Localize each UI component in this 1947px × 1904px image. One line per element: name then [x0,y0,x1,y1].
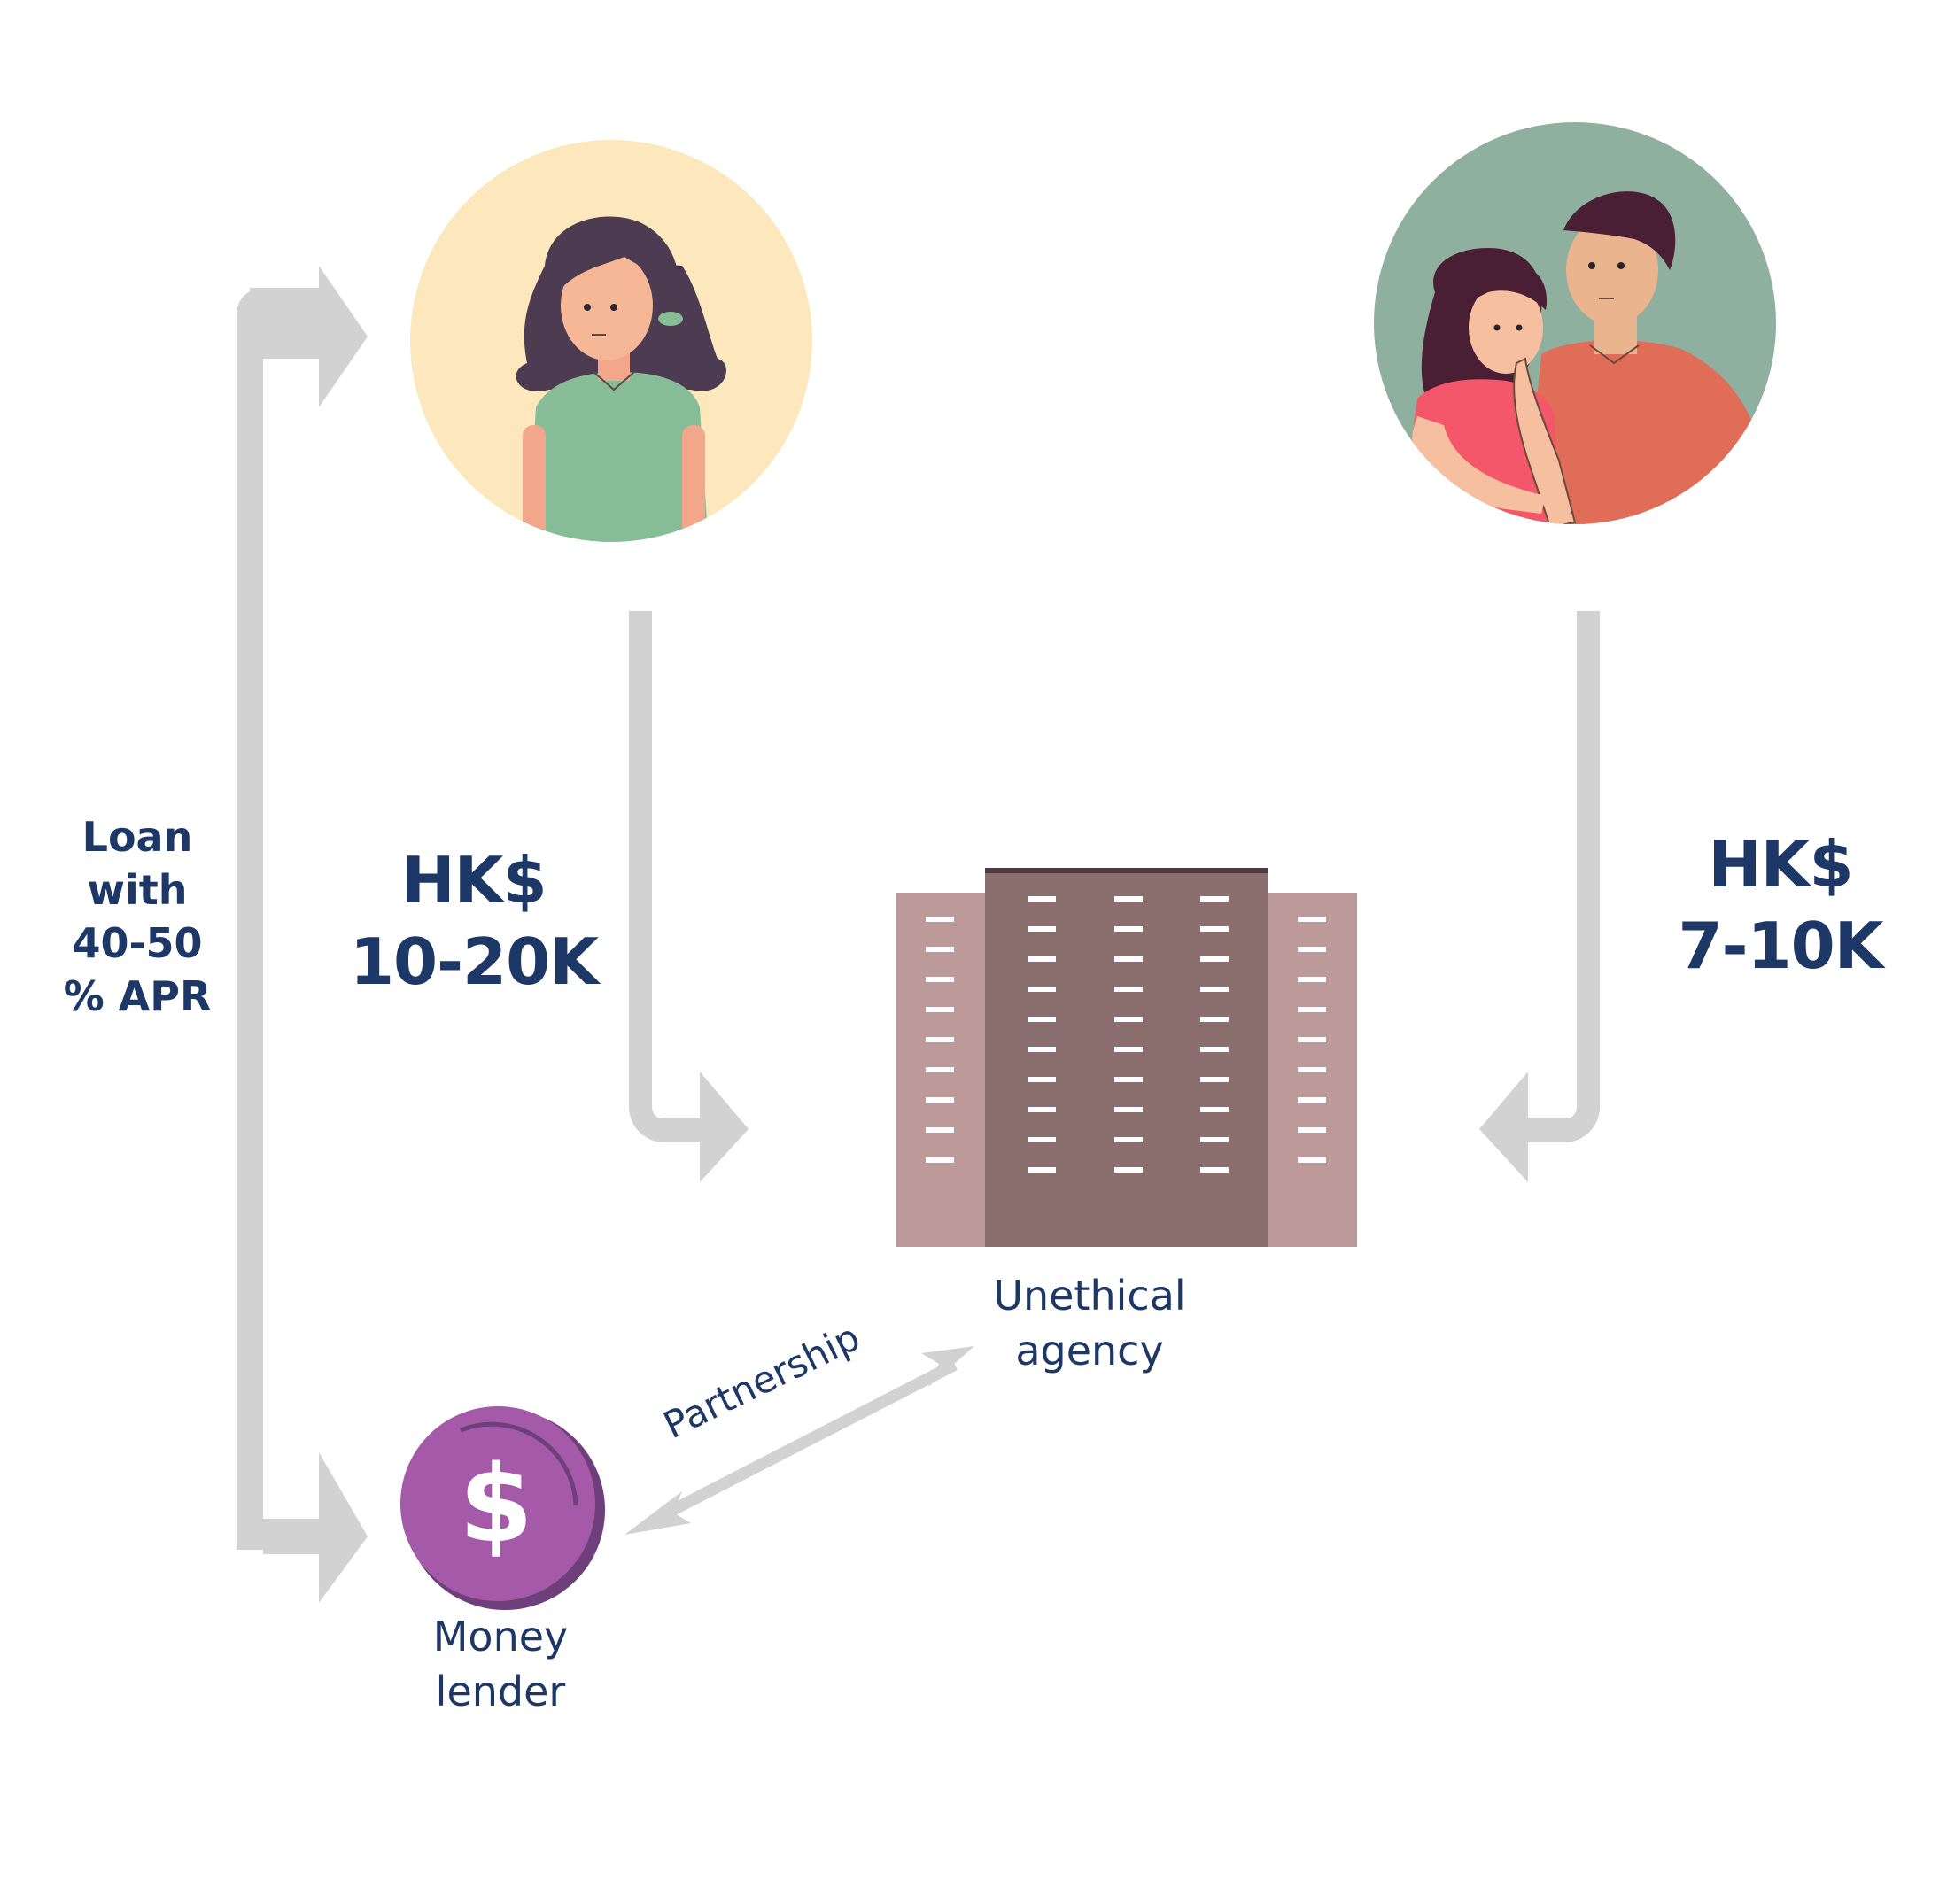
building-window [1200,896,1229,902]
building-window [1028,1017,1056,1022]
agency-label: Unethical agency [939,1268,1240,1378]
agency-line-1: Unethical [993,1272,1186,1320]
building-window [1114,1047,1143,1052]
loan-terms-label: Loan with 40-50 % APR [35,810,239,1023]
building-window [1298,1157,1326,1163]
building-window [1200,956,1229,962]
building-window [1298,1097,1326,1103]
building-window [1298,1037,1326,1042]
building-window [1298,977,1326,982]
building-window [1200,1077,1229,1082]
building-window [1200,987,1229,992]
arrow-woman-to-agency [629,611,749,1182]
couple-payment-amount: HK$ 7-10K [1639,824,1922,987]
building-window [1028,1077,1056,1082]
building-window [926,1067,954,1072]
building-window [926,1157,954,1163]
lender-line-2: lender [435,1668,566,1715]
building-window [1114,956,1143,962]
woman-payment-currency: HK$ [401,843,547,917]
building-window [1200,1107,1229,1112]
building-window [1028,1137,1056,1142]
partnership-double-arrow [624,1346,974,1535]
building-window [1028,896,1056,902]
building-window [1298,947,1326,952]
woman-payment-amount: HK$ 10-20K [301,840,647,1002]
building-window [1028,1167,1056,1173]
loan-line-2: with [87,866,188,914]
loan-line-4: % APR [63,972,212,1020]
building-window [1028,956,1056,962]
building-window [1028,1047,1056,1052]
building-window [1028,987,1056,992]
building-window [1298,917,1326,922]
building-window [1114,926,1143,932]
building-window [926,1037,954,1042]
building-window [926,1007,954,1012]
building-window [1200,926,1229,932]
building-window [926,1097,954,1103]
woman-avatar-icon [410,140,812,542]
couple-payment-range: 7-10K [1678,909,1884,983]
building-window [1114,896,1143,902]
building-window [1114,1107,1143,1112]
building-windows [926,896,1326,1173]
building-window [926,1127,954,1133]
building-window [1298,1067,1326,1072]
money-lender-label: Money lender [354,1609,647,1719]
building-window [1114,987,1143,992]
building-window [1114,1137,1143,1142]
building-window [1028,1107,1056,1112]
loan-bracket-arrow [237,266,368,1603]
building-window [926,977,954,982]
building-window [1200,1167,1229,1173]
building-window [1200,1137,1229,1142]
building-window [1114,1077,1143,1082]
building-window [926,947,954,952]
building-window [1298,1007,1326,1012]
dollar-coin-icon: $ [400,1406,605,1610]
building-window [1298,1127,1326,1133]
lender-line-1: Money [432,1613,569,1660]
building-window [1114,1167,1143,1173]
couple-avatar-icon [1374,122,1776,524]
arrow-couple-to-agency [1479,611,1600,1182]
building-window [1200,1047,1229,1052]
building-icon [896,868,1357,1247]
building-window [1200,1017,1229,1022]
loan-line-1: Loan [81,813,193,861]
couple-payment-currency: HK$ [1708,827,1853,902]
agency-line-2: agency [1015,1327,1164,1374]
building-window [926,917,954,922]
loan-line-3: 40-50 [72,919,203,967]
coin-dollar-symbol: $ [459,1443,533,1567]
woman-payment-range: 10-20K [349,925,599,999]
building-window [1028,926,1056,932]
building-window [1114,1017,1143,1022]
